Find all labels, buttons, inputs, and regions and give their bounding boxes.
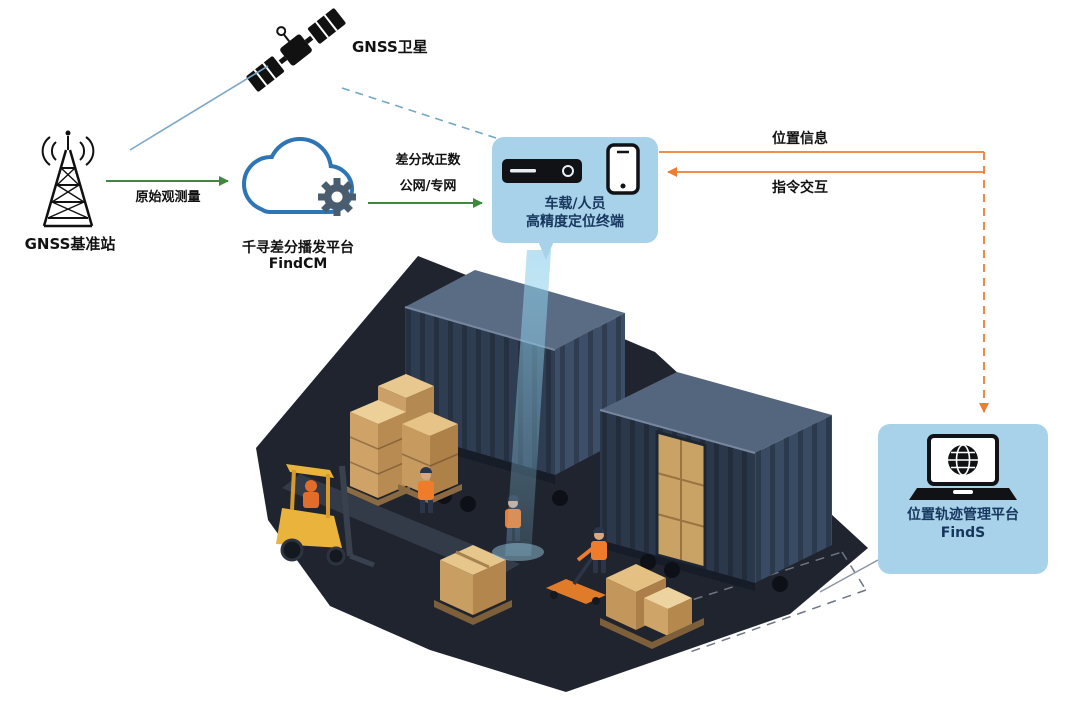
base-station-label: GNSS基准站: [24, 235, 116, 253]
callout-pointer-line: [819, 559, 879, 593]
gear-icon: [318, 178, 356, 216]
satellite-label: GNSS卫星: [352, 38, 428, 56]
terminal-label-line1: 车载/人员: [544, 196, 606, 212]
smartphone-icon: [606, 143, 640, 195]
forklift: [276, 464, 375, 568]
warehouse-scene: [256, 250, 868, 692]
correction-label-line2: 公网/专网: [399, 179, 457, 194]
base-station-tower-icon: [41, 130, 95, 228]
terminal-label-line2: 高精度定位终端: [526, 214, 624, 230]
container-2: [599, 372, 832, 592]
platform-callout: 位置轨迹管理平台 FindS: [878, 424, 1048, 574]
positioning-beam: [492, 250, 551, 561]
laptop-globe-icon: [909, 434, 1017, 500]
platform-label-line2: FindS: [940, 525, 986, 541]
worker-3: [576, 527, 607, 573]
satellite-to-station-line: [129, 65, 269, 151]
terminal-callout-tail: [535, 234, 557, 260]
satellite-to-terminal-line: [341, 87, 497, 139]
vehicle-receiver-icon: [502, 159, 582, 183]
raw-observation-label: 原始观测量: [135, 190, 201, 205]
gnss-satellite-icon: [246, 8, 346, 92]
carton-pallet-bottom-center: [600, 564, 704, 649]
pallet-jack: [546, 557, 606, 605]
worker-1: [418, 467, 434, 513]
terminal-devices-icon: [502, 143, 640, 195]
correction-label-line1: 差分改正数: [395, 153, 461, 168]
terminal-callout: 车载/人员 高精度定位终端: [492, 137, 658, 243]
cloud-platform-product: FindCM: [268, 256, 328, 272]
carton-box-bottom-left: [434, 545, 512, 625]
cloud-platform-name: 千寻差分播发平台: [242, 240, 354, 256]
position-info-label: 位置信息: [772, 131, 828, 147]
pallet-stack-left: [346, 400, 410, 506]
command-interaction-label: 指令交互: [772, 180, 828, 196]
platform-label-line1: 位置轨迹管理平台: [907, 507, 1019, 523]
